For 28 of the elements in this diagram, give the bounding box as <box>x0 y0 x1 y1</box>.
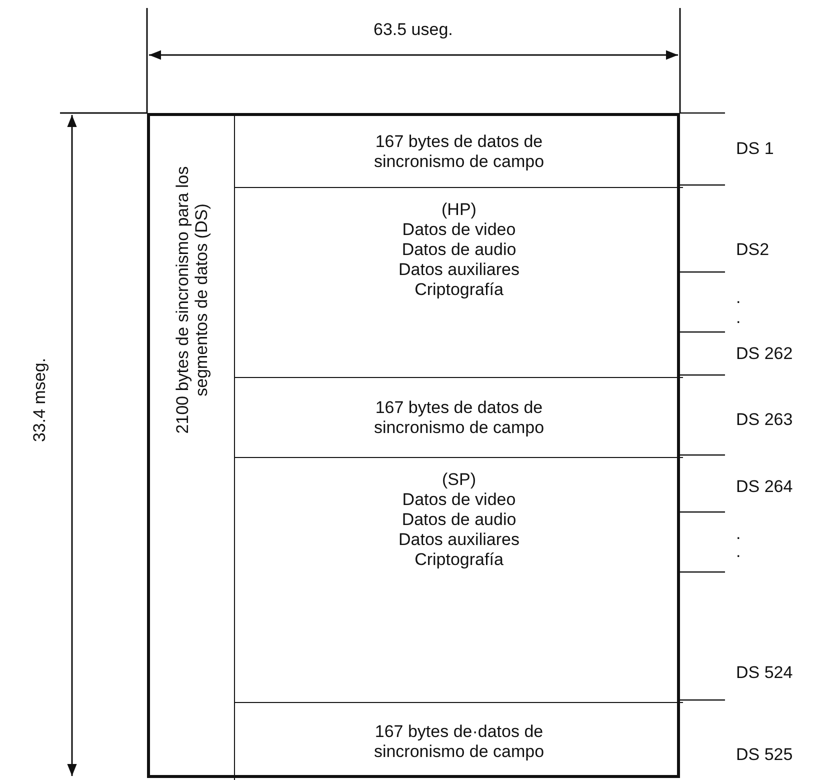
segment-title: (HP) <box>440 200 478 220</box>
dimension-label: 33.4 mseg. <box>30 358 50 442</box>
segment-title: 167 bytes de datos de sincronismo de campo <box>372 398 546 438</box>
segment-text: Datos de video <box>401 220 517 240</box>
segment-text: Datos de video <box>401 490 517 510</box>
ellipsis: . <box>736 524 741 544</box>
segment-number: DS 264 <box>736 477 793 497</box>
segment-text: Datos de audio <box>400 240 518 260</box>
segment-text: Criptografía <box>414 550 504 570</box>
segment-title: 167 bytes de datos de sincronismo de campo <box>372 132 546 172</box>
segment-number: DS 263 <box>736 410 793 430</box>
ellipsis: . <box>736 308 741 328</box>
vertical-label: 2100 bytes de sincronismo para los segmentos de datos (DS) <box>173 165 211 436</box>
segment-text: Criptografía <box>414 280 504 300</box>
ellipsis: . <box>736 542 741 562</box>
segment-number: DS 1 <box>736 139 774 159</box>
segment-text: Datos auxiliares <box>398 530 520 550</box>
segment-number: DS 525 <box>736 745 793 765</box>
dimension-label: 63.5 useg. <box>374 20 453 40</box>
segment-title: (SP) <box>441 470 477 490</box>
segment-title: 167 bytes de·datos de sincronismo de campo <box>372 722 546 762</box>
segment-text: Datos de audio <box>400 510 518 530</box>
ellipsis: . <box>736 288 741 308</box>
segment-number: DS 524 <box>736 663 793 683</box>
segment-number: DS2 <box>736 240 770 260</box>
segment-number: DS 262 <box>736 344 793 364</box>
frame-box <box>147 113 680 778</box>
segment-text: Datos auxiliares <box>398 260 520 280</box>
